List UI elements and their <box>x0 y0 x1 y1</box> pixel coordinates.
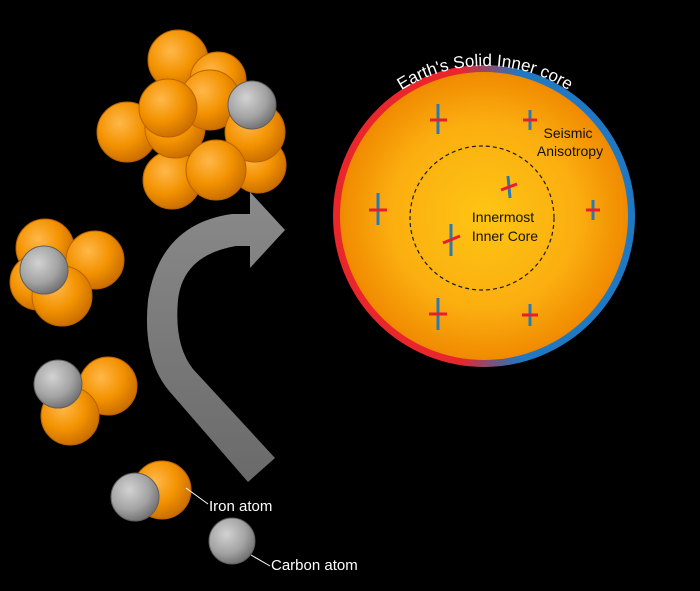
anisotropy-marker <box>429 298 447 330</box>
carbon-atom <box>19 245 69 295</box>
innermost-inner-core-label: Innermost Inner Core <box>472 209 538 244</box>
inner-core: Earth's Solid Inner core Seismic Anisotr… <box>333 51 635 367</box>
anisotropy-marker <box>522 304 538 326</box>
medium-iron-carbon-cluster <box>9 218 125 327</box>
anisotropy-marker-innermost <box>442 224 461 256</box>
seismic-anisotropy-label: Seismic Anisotropy <box>537 125 603 159</box>
anisotropy-marker <box>369 193 387 225</box>
carbon-atom <box>33 359 83 409</box>
iron-atom <box>185 139 247 201</box>
core-body <box>340 72 628 360</box>
anisotropy-marker <box>430 104 447 134</box>
iron-atom-pointer <box>185 487 209 505</box>
carbon-atom <box>227 80 277 130</box>
carbon-atom-pointer <box>250 554 271 567</box>
large-iron-carbon-cluster <box>96 29 287 210</box>
small-iron-carbon-cluster <box>33 356 138 446</box>
carbon-atom <box>208 517 256 565</box>
innermost-core-boundary <box>409 145 555 291</box>
legend: Iron atom Carbon atom <box>110 460 358 574</box>
anisotropy-marker <box>523 110 537 130</box>
iron-atom <box>138 78 198 138</box>
transformation-arrow <box>146 192 285 482</box>
iron-atom-label: Iron atom <box>209 498 272 515</box>
anisotropy-marker <box>586 200 600 220</box>
carbon-atom-label: Carbon atom <box>271 557 358 574</box>
anisotropy-marker-innermost <box>500 175 518 199</box>
carbon-atom <box>110 472 160 522</box>
